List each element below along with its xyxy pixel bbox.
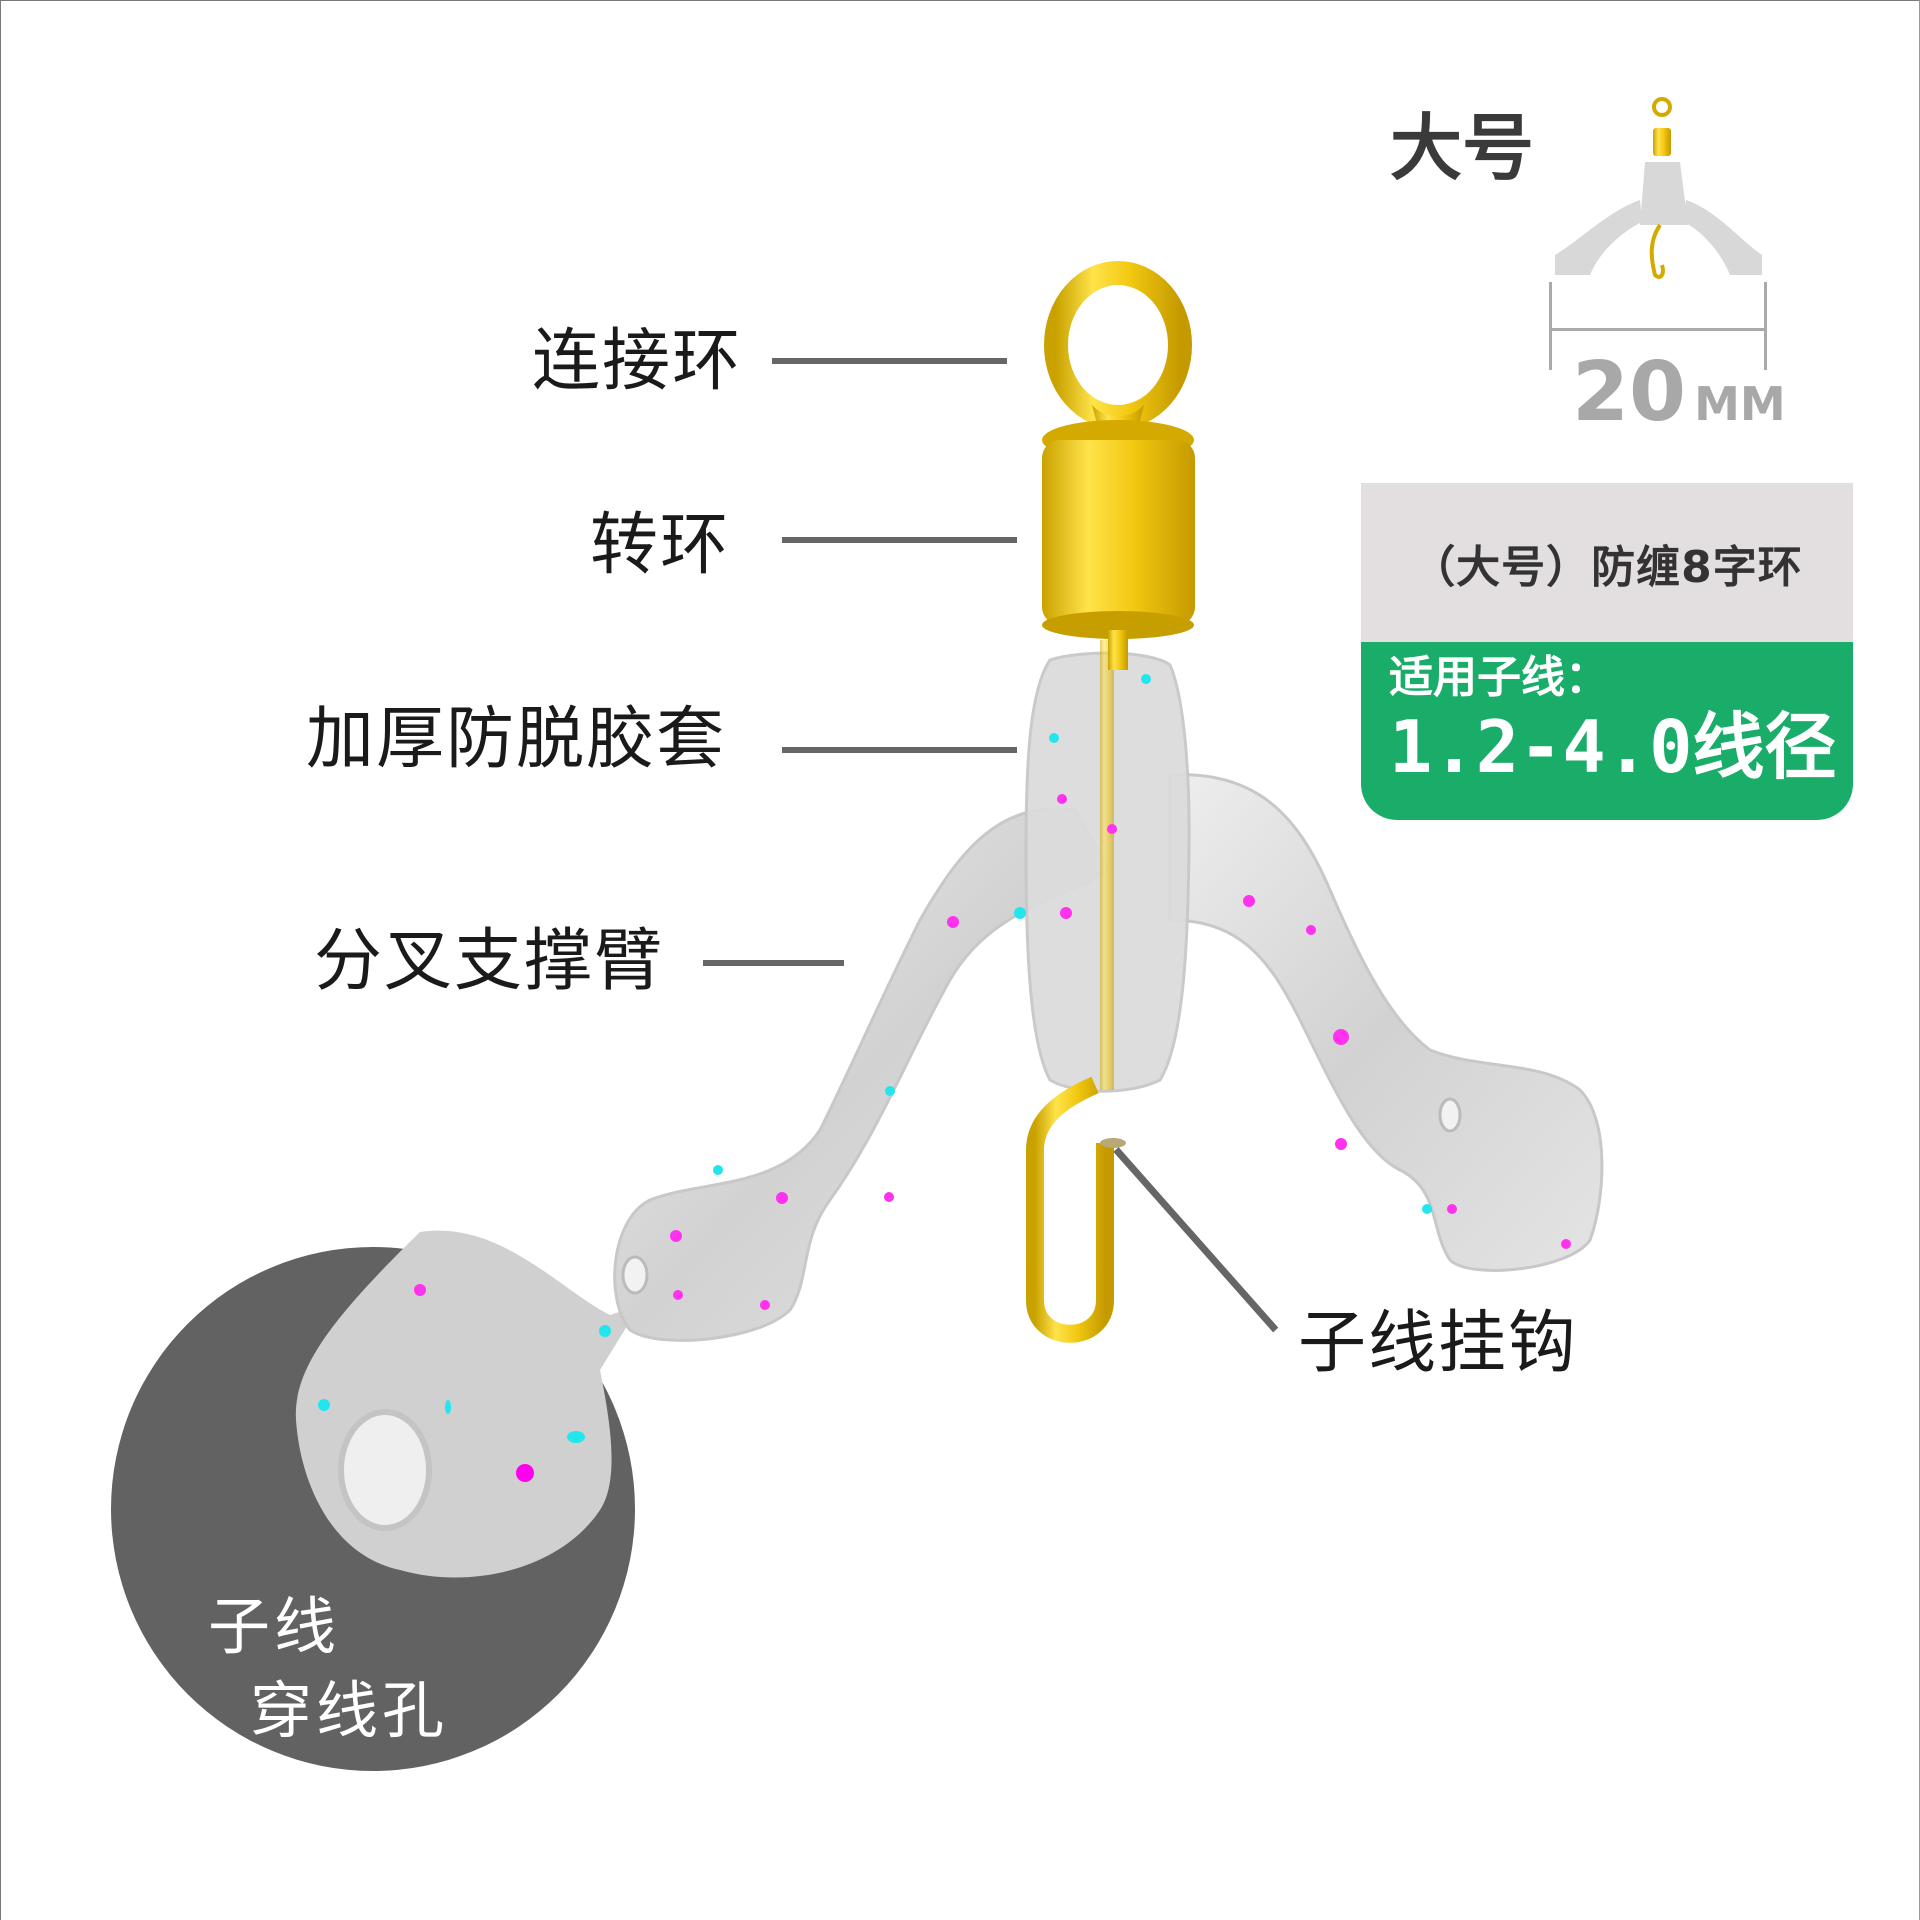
line-hook xyxy=(1026,1076,1126,1343)
connector-ring xyxy=(1044,261,1192,429)
glitter-dots xyxy=(670,674,1571,1310)
leader-connector-ring xyxy=(772,358,1007,364)
anti-slip-sleeve xyxy=(1024,640,1191,1093)
size-reference-thumbnail xyxy=(1555,97,1762,279)
fit-label: 适用子线： xyxy=(1389,652,1609,703)
product-name: （大号）防缠8字环 xyxy=(1411,541,1803,593)
left-branch-arm xyxy=(613,807,1113,1342)
leader-swivel xyxy=(782,537,1017,543)
spec-fit-band: 适用子线： 1.2-4.0线径 xyxy=(1361,642,1853,820)
callout-hook: 子线挂钩 xyxy=(1298,1304,1579,1383)
leader-sleeve xyxy=(782,747,1017,753)
callout-sleeve: 加厚防脱胶套 xyxy=(306,700,727,779)
leader-branch-arm xyxy=(703,960,844,966)
dimension-unit: MM xyxy=(1694,377,1786,431)
callout-swivel: 转环 xyxy=(590,506,731,585)
dimension-indicator xyxy=(1549,282,1767,370)
right-branch-arm xyxy=(1168,773,1604,1272)
callout-connector-ring: 连接环 xyxy=(532,322,743,401)
callout-branch-arm: 分叉支撑臂 xyxy=(314,922,665,1001)
dimension-value: 20 xyxy=(1572,345,1687,440)
inset-label-line2: 穿线孔 xyxy=(250,1674,449,1747)
size-title: 大号 xyxy=(1390,106,1535,190)
hole-detail-inset xyxy=(111,1230,640,1771)
thread-hole-icon xyxy=(338,1409,432,1531)
inset-label-line1: 子线 xyxy=(208,1590,341,1663)
swivel-barrel xyxy=(1042,420,1195,670)
spec-product-name-band: （大号）防缠8字环 xyxy=(1361,483,1853,642)
spec-box: （大号）防缠8字环 适用子线： 1.2-4.0线径 xyxy=(1361,483,1853,820)
fit-value: 1.2-4.0线径 xyxy=(1389,705,1837,790)
